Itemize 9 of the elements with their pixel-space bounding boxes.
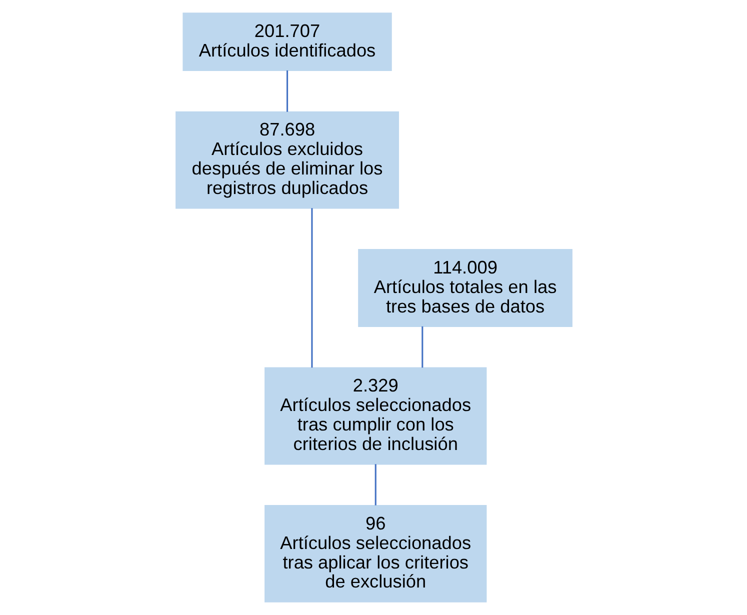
connector: [374, 464, 376, 506]
connector: [286, 70, 288, 112]
connector: [421, 326, 423, 368]
node-box: 87.698 Artículos excluidos después de eliminar los registros duplicados: [175, 111, 398, 209]
connector: [310, 208, 312, 368]
node-box: 2.329 Artículos seleccionados tras cumplir con los criterios de inclusión: [264, 367, 486, 465]
node-box: 96 Artículos seleccionados tras aplicar los criterios de exclusión: [264, 504, 486, 602]
node-box: 114.009 Artículos totales en las tres bases de datos: [358, 249, 572, 327]
node-box: 201.707 Artículos identificados: [182, 12, 392, 72]
